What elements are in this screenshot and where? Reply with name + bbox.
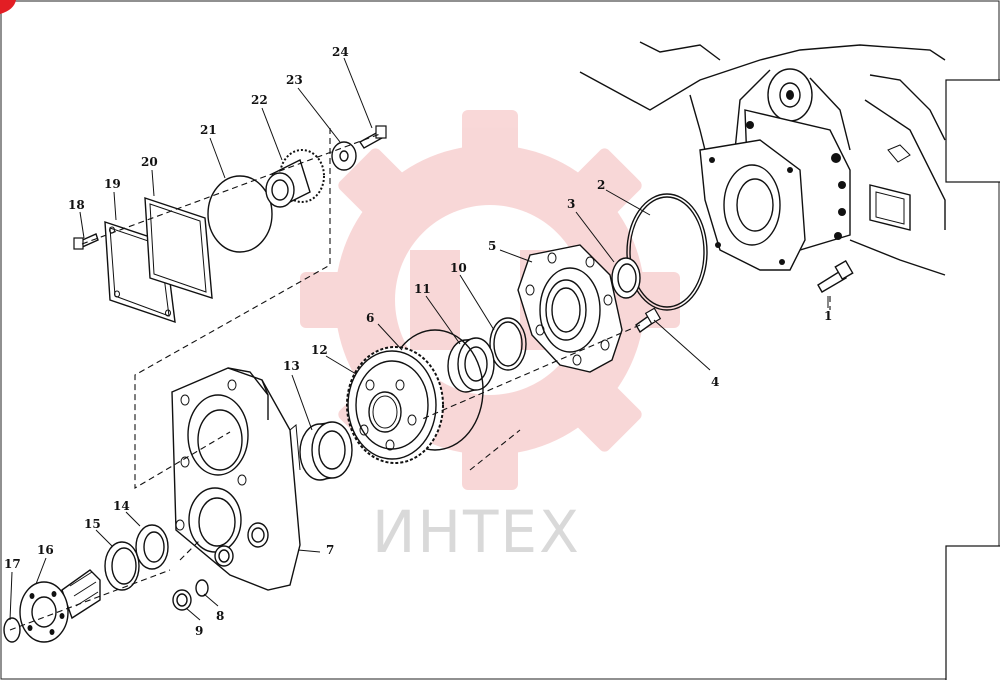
part-12-gear xyxy=(346,346,444,464)
callout-13: 13 xyxy=(283,359,300,373)
part-17-ring xyxy=(3,617,21,643)
part-2-o-ring xyxy=(626,193,708,311)
part-23-washer xyxy=(331,141,357,171)
callout-16: 16 xyxy=(37,543,54,557)
callout-12: 12 xyxy=(311,343,328,357)
callout-21: 21 xyxy=(200,123,217,137)
part-22-coupling-sleeve xyxy=(265,149,325,208)
part-18-bolt xyxy=(73,233,99,250)
callout-18: 18 xyxy=(68,198,85,212)
callout-8: 8 xyxy=(216,609,224,623)
corner-mark xyxy=(0,0,16,14)
callout-9: 9 xyxy=(195,624,203,638)
assembly-center-lines xyxy=(9,128,641,631)
callout-23: 23 xyxy=(286,73,303,87)
part-11-bearing xyxy=(447,337,495,393)
part-15-ring xyxy=(104,541,140,591)
transmission-housing xyxy=(579,41,946,276)
callout-7: 7 xyxy=(326,543,334,557)
part-14-seal xyxy=(135,524,169,570)
part-9-plug xyxy=(172,589,192,611)
part-5-flange-cover xyxy=(517,244,623,373)
callout-11: 11 xyxy=(414,282,431,296)
callout-5: 5 xyxy=(488,239,496,253)
part-8-washer xyxy=(195,579,209,597)
part-1-bolt xyxy=(817,259,854,310)
part-10-ring xyxy=(489,317,527,371)
callout-19: 19 xyxy=(104,177,121,191)
callout-3: 3 xyxy=(567,197,575,211)
part-20-gasket xyxy=(144,197,213,299)
part-24-bolt xyxy=(358,125,387,149)
callout-2: 2 xyxy=(597,178,605,192)
part-3-seal xyxy=(611,257,641,299)
leader-lines xyxy=(9,57,829,621)
watermark-text: ИНТЕХ xyxy=(372,498,581,566)
callout-14: 14 xyxy=(113,499,130,513)
callout-6: 6 xyxy=(366,311,374,325)
part-16-output-flange xyxy=(19,569,101,643)
part-21-o-ring xyxy=(207,175,273,253)
callout-22: 22 xyxy=(251,93,268,107)
callout-4: 4 xyxy=(711,375,719,389)
callout-17: 17 xyxy=(4,557,21,571)
callout-1: 1 xyxy=(824,309,832,323)
side-tab-top xyxy=(945,79,1000,183)
callout-10: 10 xyxy=(450,261,467,275)
part-13-bearing xyxy=(299,421,353,481)
callout-labels: 1 2 3 4 5 6 7 8 9 10 11 12 13 14 15 16 1… xyxy=(4,45,832,638)
callout-24: 24 xyxy=(332,45,349,59)
callout-20: 20 xyxy=(141,155,158,169)
callout-15: 15 xyxy=(84,517,101,531)
side-tab-bottom xyxy=(945,545,1000,680)
part-7-gear-case xyxy=(171,367,301,591)
